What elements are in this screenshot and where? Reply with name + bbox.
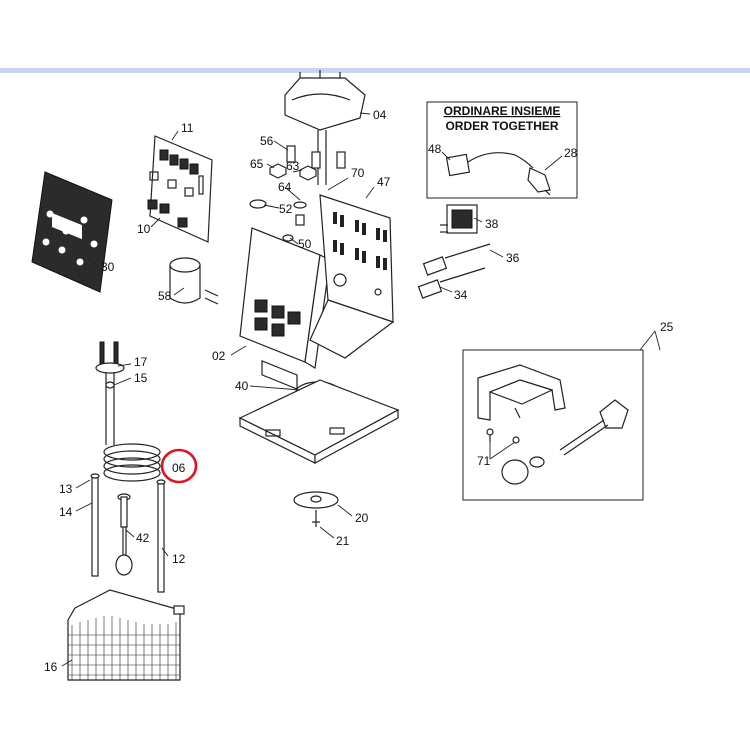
leader-lines xyxy=(61,112,661,667)
bottom-disc xyxy=(293,491,339,527)
callout-34: 34 xyxy=(454,288,468,302)
callout-58: 58 xyxy=(158,289,172,303)
callout-06: 06 xyxy=(172,461,186,475)
capacitor xyxy=(169,257,219,305)
callout-16: 16 xyxy=(44,660,58,674)
callout-48: 48 xyxy=(428,142,442,156)
electronic-board xyxy=(147,135,213,243)
callout-25: 25 xyxy=(660,320,674,334)
callout-04: 04 xyxy=(373,108,387,122)
callout-28: 28 xyxy=(564,146,578,160)
callout-10: 10 xyxy=(137,222,151,236)
callout-labels: 11 10 30 58 04 56 65 63 64 52 50 70 47 0… xyxy=(44,108,674,674)
callout-70: 70 xyxy=(351,166,365,180)
order-together-box: ORDINARE INSIEME ORDER TOGETHER xyxy=(426,101,578,199)
callout-36: 36 xyxy=(506,251,520,265)
callout-42: 42 xyxy=(136,531,150,545)
callout-20: 20 xyxy=(355,511,369,525)
base-plate xyxy=(238,379,400,465)
callout-40: 40 xyxy=(235,379,249,393)
callout-12: 12 xyxy=(172,552,186,566)
top-accent-bar xyxy=(0,68,750,73)
rear-chassis xyxy=(309,194,395,359)
callout-15: 15 xyxy=(134,371,148,385)
callout-63: 63 xyxy=(286,159,300,173)
switch-and-fuses xyxy=(417,204,491,299)
callout-13: 13 xyxy=(59,482,73,496)
order-box-title-it: ORDINARE INSIEME xyxy=(444,104,561,118)
callout-56: 56 xyxy=(260,134,274,148)
knob-assembly-box xyxy=(462,349,644,501)
heating-element xyxy=(95,341,161,482)
support-tubes xyxy=(90,473,166,593)
callout-47: 47 xyxy=(377,175,391,189)
callout-21: 21 xyxy=(336,534,350,548)
callout-14: 14 xyxy=(59,505,73,519)
callout-11: 11 xyxy=(181,121,194,135)
callout-30: 30 xyxy=(101,260,115,274)
callout-02: 02 xyxy=(212,349,226,363)
callout-52: 52 xyxy=(279,202,293,216)
callout-38: 38 xyxy=(485,217,499,231)
highlight-circle-06 xyxy=(160,448,198,484)
callout-64: 64 xyxy=(278,180,292,194)
order-box-title-en: ORDER TOGETHER xyxy=(445,119,558,133)
callout-50: 50 xyxy=(298,237,312,251)
basket xyxy=(67,589,185,681)
motor-unit xyxy=(284,70,366,185)
callout-17: 17 xyxy=(134,355,148,369)
front-housing xyxy=(239,227,331,390)
probe xyxy=(115,493,133,576)
callout-71: 71 xyxy=(477,454,491,468)
callout-65: 65 xyxy=(250,157,264,171)
control-panel-plate xyxy=(31,171,113,293)
